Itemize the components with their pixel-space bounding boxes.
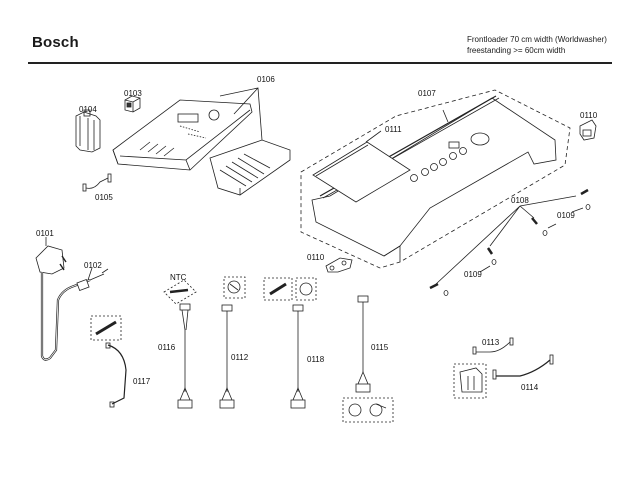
part-0102-strain-relief[interactable] bbox=[76, 268, 109, 291]
header-divider bbox=[28, 62, 612, 64]
part-0113-cable[interactable] bbox=[472, 337, 514, 355]
part-0110-clip-right[interactable] bbox=[579, 119, 597, 141]
label-0113: 0113 bbox=[482, 338, 500, 347]
leader-0109 bbox=[479, 207, 584, 273]
part-0111-panel-window[interactable] bbox=[312, 141, 411, 203]
part-0117-cable[interactable] bbox=[90, 315, 127, 408]
part-0112-harness[interactable] bbox=[219, 276, 246, 409]
part-0115-harness[interactable] bbox=[342, 295, 394, 423]
label-0115: 0115 bbox=[371, 343, 389, 352]
label-0117: 0117 bbox=[133, 377, 151, 386]
label-0109-upper: 0109 bbox=[557, 211, 575, 220]
leader-0107 bbox=[442, 109, 449, 123]
label-0114: 0114 bbox=[521, 383, 539, 392]
model-subdescription: freestanding >= 60cm width bbox=[467, 46, 566, 55]
part-0106-control-module[interactable] bbox=[112, 99, 253, 171]
part-0106-cover[interactable] bbox=[209, 139, 291, 196]
label-ntc: NTC bbox=[170, 273, 187, 282]
label-0108: 0108 bbox=[511, 196, 529, 205]
label-0110-left: 0110 bbox=[307, 253, 325, 262]
brand-title: Bosch bbox=[32, 34, 79, 51]
model-description: Frontloader 70 cm width (Worldwasher) bbox=[467, 35, 607, 44]
label-0101: 0101 bbox=[36, 229, 54, 238]
leader-0108 bbox=[435, 195, 577, 285]
part-0118-harness[interactable] bbox=[263, 277, 317, 409]
label-0109-lower: 0109 bbox=[464, 270, 482, 279]
part-0107-control-panel[interactable] bbox=[300, 89, 571, 269]
label-0112: 0112 bbox=[231, 353, 249, 362]
label-0111: 0111 bbox=[385, 125, 402, 134]
label-0106: 0106 bbox=[257, 75, 275, 84]
part-0109-washers[interactable] bbox=[443, 204, 591, 296]
part-0103-cube[interactable] bbox=[124, 95, 141, 113]
leader-0111 bbox=[365, 130, 382, 143]
leader-0106 bbox=[219, 87, 263, 141]
label-0116: 0116 bbox=[158, 343, 176, 352]
part-0108-screws[interactable] bbox=[429, 188, 589, 290]
label-0104: 0104 bbox=[79, 105, 97, 114]
part-0114-cable-module[interactable] bbox=[453, 354, 554, 399]
label-0107: 0107 bbox=[418, 89, 436, 98]
label-0110-right: 0110 bbox=[580, 111, 598, 120]
label-0118: 0118 bbox=[307, 355, 325, 364]
part-0110-clip-left[interactable] bbox=[325, 257, 353, 273]
part-0104-housing[interactable] bbox=[75, 109, 101, 153]
part-0101-power-cord[interactable] bbox=[35, 245, 91, 361]
part-0105-cable[interactable] bbox=[82, 173, 112, 192]
leader-0102 bbox=[87, 267, 93, 281]
part-0116-ntc-harness[interactable] bbox=[163, 279, 197, 409]
label-0102: 0102 bbox=[84, 261, 102, 270]
label-0105: 0105 bbox=[95, 193, 113, 202]
label-0103: 0103 bbox=[124, 89, 142, 98]
